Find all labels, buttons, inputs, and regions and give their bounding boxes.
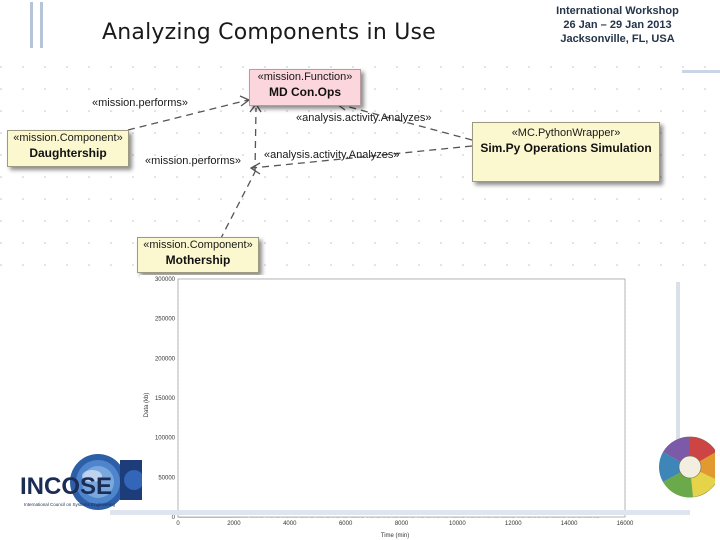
chart-y-tick-label: 100000: [155, 436, 176, 442]
incose-wordmark: INCOSE: [20, 473, 112, 500]
slide-title: Analyzing Components in Use: [102, 20, 436, 45]
node-daughtership-name: Daughtership: [29, 146, 107, 160]
chart-y-tick-label: 200000: [155, 356, 176, 362]
workshop-info: International Workshop 26 Jan – 29 Jan 2…: [520, 4, 715, 46]
node-wrapper[interactable]: «MC.PythonWrapper» Sim.Py Operations Sim…: [472, 122, 660, 182]
chart-x-tick-label: 10000: [449, 521, 466, 527]
chart-x-tick-label: 8000: [395, 521, 409, 527]
chart-plot-frame: [177, 278, 626, 518]
chart-y-tick-label: 0: [172, 515, 176, 521]
node-function-stereotype: «mission.Function»: [257, 71, 353, 83]
chart-x-tick-label: 14000: [561, 521, 578, 527]
footer-bar: [110, 510, 690, 515]
node-mothership-stereotype: «mission.Component»: [143, 239, 253, 251]
chart-y-tick-label: 300000: [155, 277, 176, 283]
node-function-name: MD Con.Ops: [269, 85, 341, 99]
chart-x-tick-label: 2000: [227, 521, 241, 527]
edge-analyzes-lower: [251, 145, 473, 169]
node-wrapper-name: Sim.Py Operations Simulation: [480, 141, 652, 155]
systems-wheel-icon: [658, 436, 715, 498]
node-wrapper-stereotype: «MC.PythonWrapper»: [511, 127, 621, 139]
chart-x-tick-label: 12000: [505, 521, 522, 527]
edge-label-performs-upper: «mission.performs»: [92, 97, 188, 109]
edge-label-performs-lower: «mission.performs»: [145, 155, 241, 167]
workshop-dates: 26 Jan – 29 Jan 2013: [563, 19, 672, 31]
workshop-location: Jacksonville, FL, USA: [560, 33, 675, 45]
edge-performs-upper: [127, 99, 249, 131]
chart-x-tick-label: 4000: [283, 521, 297, 527]
incose-tagline: International Council on Systems Enginee…: [24, 502, 116, 507]
chart-x-tick-label: 16000: [617, 521, 634, 527]
chart-y-tick-label: 250000: [155, 317, 176, 323]
data-chart: 0 2000 4000 6000 8000 10000 12000 14000 16000 0 50…: [140, 275, 670, 540]
chart-y-axis-label: Data (kb): [144, 393, 150, 418]
node-mothership-name: Mothership: [165, 253, 231, 267]
chart-y-tick-label: 50000: [158, 475, 175, 481]
edge-label-analyzes-lower: «analysis.activity.Analyzes»: [264, 149, 400, 161]
edge-performs-lower: [219, 171, 256, 241]
chart-x-tick-label: 0: [176, 521, 180, 527]
chart-x-axis-label: Time (min): [381, 533, 409, 539]
node-function[interactable]: «mission.Function» MD Con.Ops: [249, 69, 361, 106]
incose-logo: INCOSE International Council on Systems …: [20, 454, 126, 510]
node-mothership[interactable]: «mission.Component» Mothership: [137, 237, 259, 273]
edge-label-analyzes-upper: «analysis.activity.Analyzes»: [296, 112, 432, 124]
node-daughtership[interactable]: «mission.Component» Daughtership: [7, 130, 129, 167]
node-daughtership-stereotype: «mission.Component»: [13, 132, 123, 144]
partner-logo: [120, 460, 142, 500]
workshop-name: International Workshop: [556, 5, 679, 17]
chart-x-tick-label: 6000: [339, 521, 353, 527]
chart-y-tick-label: 150000: [155, 396, 176, 402]
